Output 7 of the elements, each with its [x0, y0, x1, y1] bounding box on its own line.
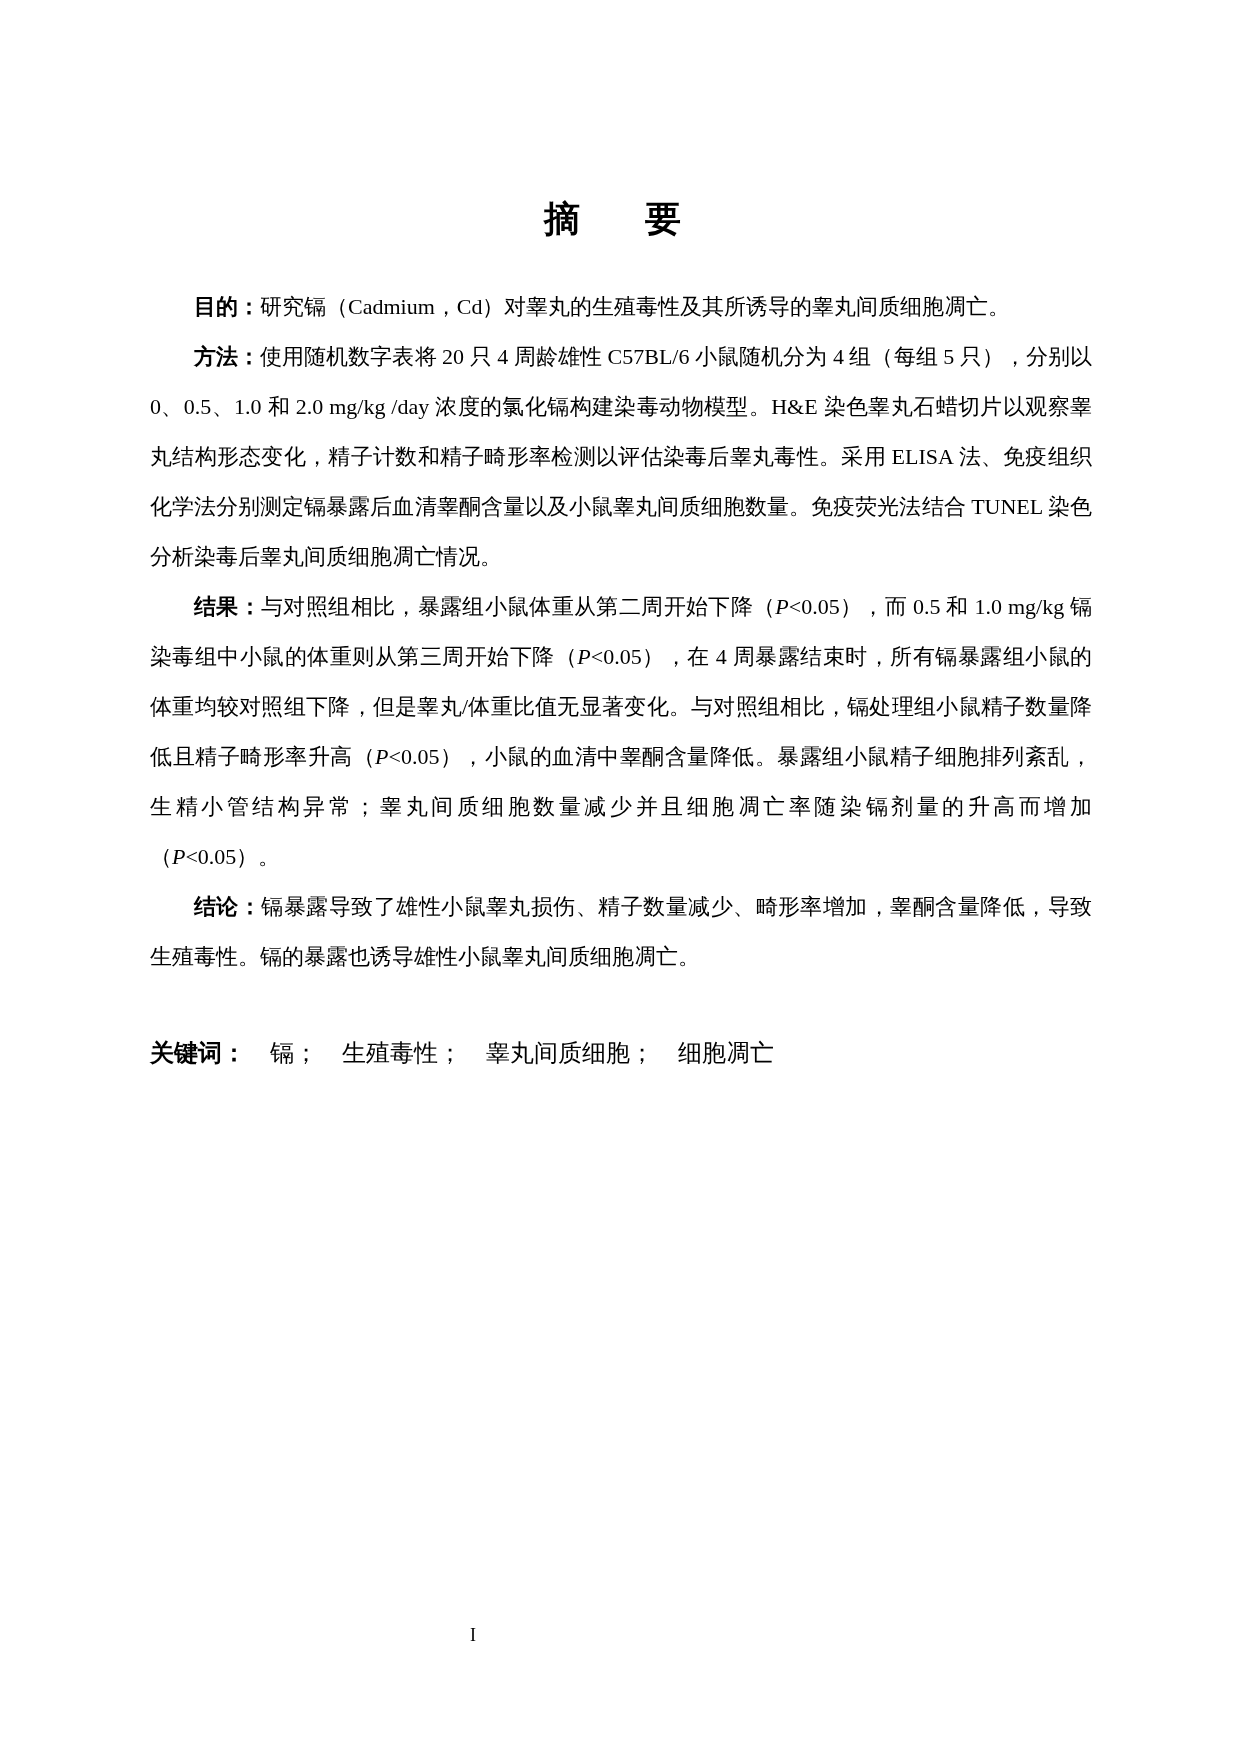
abstract-paragraph: 结果：与对照组相比，暴露组小鼠体重从第二周开始下降（P<0.05），而 0.5 和 1.0 mg/kg 镉染毒组中小鼠的体重则从第三周开始下降（P<0.05），在 4 周暴露结束时，所有镉暴露组小鼠的体重均较对照组下降，但是睾丸/体重比值无显著变化。与对照组相比，镉处理组小鼠精子数量降低且精子畸形率升高（P<0.05），小鼠的血清中睾酮含量降低。暴露组小鼠精子细胞排列紊乱，生精小管结构异常；睾丸间质细胞数量减少并且细胞凋亡率随染镉剂量的升高而增加（P<0.05）。	[150, 593, 1092, 871]
page-title: 摘 要	[542, 197, 697, 241]
keywords-line: 关键词： 镉； 生殖毒性； 睾丸间质细胞； 细胞凋亡	[150, 1038, 775, 1069]
page-number: I	[470, 1625, 476, 1646]
abstract-paragraph: 结论：镉暴露导致了雄性小鼠睾丸损伤、精子数量减少、畸形率增加，睾酮含量降低，导致生殖毒性。镉的暴露也诱导雄性小鼠睾丸间质细胞凋亡。	[150, 893, 1092, 971]
abstract-paragraph: 目的：研究镉（Cadmium，Cd）对睾丸的生殖毒性及其所诱导的睾丸间质细胞凋亡。	[193, 293, 1012, 321]
abstract-paragraph: 方法：使用随机数字表将 20 只 4 周龄雄性 C57BL/6 小鼠随机分为 4 组（每组 5 只），分别以 0、0.5、1.0 和 2.0 mg/kg /day 浓度的氯化镉构建染毒动物模型。H&E 染色睾丸石蜡切片以观察睾丸结构形态变化，精子计数和精子畸形率检测以评估染毒后睾丸毒性。采用 ELISA 法、免疫组织化学法分别测定镉暴露后血清睾酮含量以及小鼠睾丸间质细胞数量。免疫荧光法结合 TUNEL 染色分析染毒后睾丸间质细胞凋亡情况。	[150, 343, 1092, 571]
